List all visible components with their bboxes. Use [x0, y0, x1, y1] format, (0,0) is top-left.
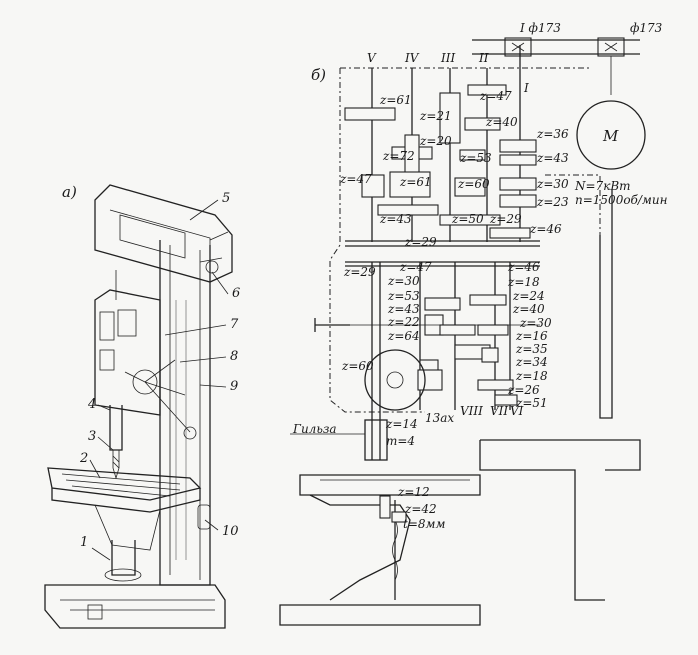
motor: M N=7кВт n=1500об/мин	[574, 100, 668, 207]
callout-6: 6	[232, 286, 240, 301]
upper-gears	[344, 84, 540, 247]
callout-2: 2	[79, 451, 88, 466]
gear-z43: z=43	[536, 151, 569, 165]
callout-8: 8	[230, 349, 238, 364]
feed-handwheel	[132, 369, 158, 395]
callout-1: 1	[80, 535, 88, 550]
sleeve-label: Гильза	[292, 422, 337, 436]
spindle-box	[94, 289, 161, 416]
gear-z18b: z=18	[515, 369, 548, 383]
gear-z60-wheel	[364, 349, 426, 411]
shaft-label-VI: VI	[510, 404, 524, 418]
callout-10: 10	[222, 524, 239, 539]
gear-z29b: z=29	[404, 235, 437, 249]
callout-5: 5	[222, 191, 230, 206]
gear-z60b: z=60	[341, 359, 374, 373]
feed-z12: z=12	[397, 485, 430, 499]
gear-z21: z=21	[419, 109, 452, 123]
gear-z26: z=26	[507, 383, 540, 397]
gear-z61b: z=61	[399, 175, 432, 189]
belt-label-left: I ф173	[519, 21, 561, 35]
gear-z47c: z=47	[399, 260, 432, 274]
gear-z29c: z=29	[343, 265, 376, 279]
shaft-label-III: III	[440, 51, 455, 65]
part-callouts: 5 6 7 8 9 4 3 2 1 10	[79, 191, 240, 561]
shaft-label-II: II	[478, 51, 489, 65]
gear-z46b: z=46	[507, 260, 540, 274]
lower-gearbox	[290, 261, 540, 461]
callout-7: 7	[230, 317, 239, 332]
gear-z22: z=22	[387, 315, 420, 329]
feed-z42: z=42	[404, 502, 437, 516]
gear-z35: z=35	[515, 342, 548, 356]
shaft-label-V: V	[367, 51, 377, 65]
motor-circle	[576, 100, 646, 170]
work-table	[47, 467, 202, 501]
gear-z43b: z=43	[379, 212, 412, 226]
motor-symbol: M	[602, 127, 619, 145]
belt-label-right: ф173	[630, 21, 663, 35]
callout-3: 3	[88, 429, 96, 444]
gear-z34: z=34	[515, 355, 548, 369]
gear-z30c: z=30	[519, 316, 552, 330]
shaft-label-IV: IV	[404, 51, 420, 65]
gear-z40b: z=40	[512, 302, 545, 316]
machine-head	[94, 184, 233, 283]
figure-a-label: а)	[62, 183, 77, 201]
machine-column	[159, 240, 211, 586]
sleeve-labels: Гильза m=4 13ах	[292, 411, 454, 448]
gear-z61: z=61	[379, 93, 412, 107]
sleeve-ax: 13ах	[425, 411, 454, 425]
callout-9: 9	[230, 379, 238, 394]
gear-z72: z=72	[382, 149, 415, 163]
figure-b-label: б)	[311, 66, 326, 84]
belt-drive: I ф173 ф173	[472, 21, 663, 95]
gear-z30: z=30	[536, 177, 569, 191]
gear-z29: z=29	[489, 212, 522, 226]
gear-z23: z=23	[536, 195, 569, 209]
gear-z53: z=53	[459, 151, 492, 165]
gear-z64: z=64	[387, 329, 420, 343]
base-plate	[279, 604, 481, 626]
gear-z46: z=46	[529, 222, 562, 236]
machine-base	[44, 584, 226, 629]
gear-z14: z=14	[385, 417, 418, 431]
gear-z60: z=60	[457, 177, 490, 191]
gear-z36: z=36	[536, 127, 569, 141]
gear-z43c: z=43	[387, 302, 420, 316]
gear-z40: z=40	[485, 115, 518, 129]
lower-shaft-labels: VIII VII VI	[460, 404, 524, 418]
machine-drawing: а) 5 6 7 8 9 4 3 2 1 10	[44, 183, 240, 629]
callout-4: 4	[87, 397, 96, 412]
gear-z30b: z=30	[387, 274, 420, 288]
shaft-label-VIII: VIII	[460, 404, 483, 418]
housing-outline	[329, 68, 425, 413]
motor-power: N=7кВт	[574, 179, 631, 193]
motor-speed: n=1500об/мин	[575, 193, 668, 207]
gear-z50: z=50	[451, 212, 484, 226]
sleeve-module: m=4	[386, 434, 415, 448]
gear-z24: z=24	[512, 289, 545, 303]
lower-gear-labels: z=29 z=47 z=46 z=30 z=18 z=53 z=24 z=43 …	[341, 260, 552, 431]
shaft-label-I: I	[523, 81, 529, 95]
feed-pitch: t=8мм	[403, 517, 445, 531]
gear-z47b: z=47	[339, 172, 372, 186]
shaft-label-VII: VII	[490, 404, 508, 418]
gear-z51: z=51	[515, 396, 548, 410]
table-feed: z=12 z=42 t=8мм	[279, 474, 481, 626]
gear-z20: z=20	[419, 134, 452, 148]
upper-gear-labels: z=61 z=21 z=47 z=72 z=20 z=40 z=36 z=53 …	[339, 89, 569, 249]
gear-z18: z=18	[507, 275, 540, 289]
gear-z16: z=16	[515, 329, 548, 343]
kinematic-scheme: б) I ф173 ф173 M N=7кВт n=1500об/мин	[279, 21, 668, 626]
gear-z47: z=47	[479, 89, 512, 103]
gear-z53b: z=53	[387, 289, 420, 303]
